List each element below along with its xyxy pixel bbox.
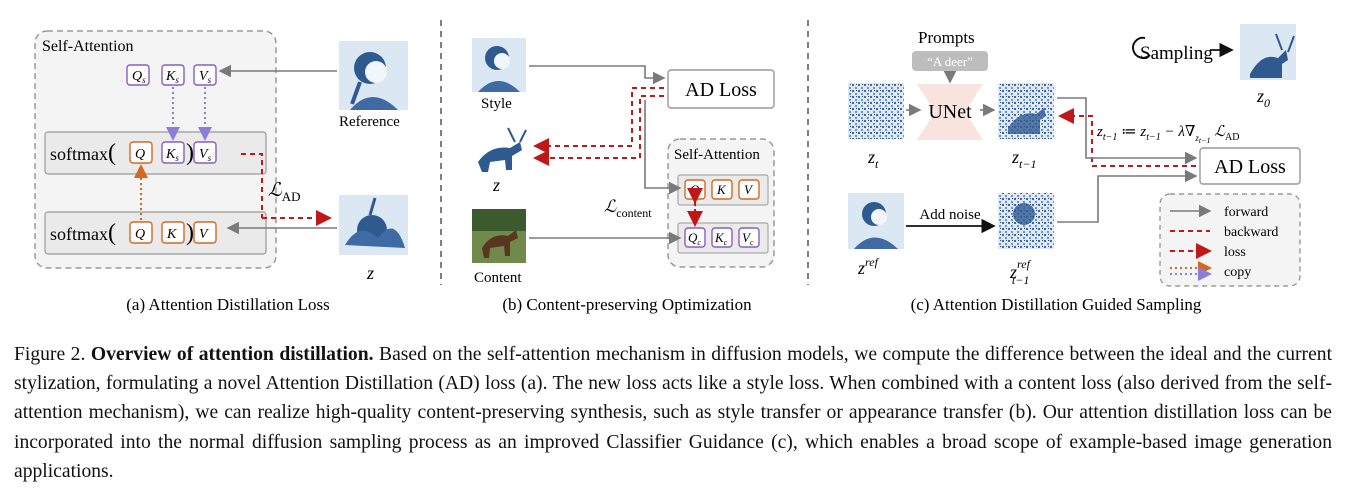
- figure-caption-bold: Overview of attention distillation.: [90, 344, 374, 365]
- legend-forward: forward: [1224, 205, 1268, 220]
- softmax-label-bottom: softmax(: [50, 220, 116, 246]
- legend-backward: backward: [1224, 225, 1278, 240]
- zref-label: zref: [857, 255, 880, 278]
- figure-caption-text: Based on the self-attention mechanism in…: [14, 344, 1333, 482]
- vc-label: Vc: [742, 230, 754, 247]
- zt-image: [848, 83, 904, 139]
- update-formula: zt−1 ≔ zt−1 − λ∇zt−1 ℒAD: [1096, 124, 1240, 145]
- ad-loss-box-c: [1199, 147, 1301, 185]
- k-token: [161, 221, 185, 244]
- loss-content-to-z: [533, 95, 664, 166]
- qc-token: [684, 227, 706, 248]
- zt-label: zt: [867, 147, 879, 171]
- z-label-b: z: [492, 175, 500, 195]
- v-token-b: [738, 179, 760, 200]
- k-label: K: [166, 227, 177, 242]
- qs-token: [126, 64, 150, 86]
- zref-image: [848, 193, 904, 249]
- k-token-b: [711, 179, 733, 200]
- v-label-b: V: [744, 182, 754, 197]
- caption-c: (c) Attention Distillation Guided Sampli…: [911, 295, 1202, 314]
- caption-b: (b) Content-preserving Optimization: [502, 295, 752, 314]
- prompt-pill: [912, 51, 988, 71]
- zt1-label: zt−1: [1011, 147, 1036, 171]
- sampling-loop-icon: [1132, 36, 1151, 59]
- forward-zref1-to-loss: [1057, 169, 1198, 223]
- ks-copy-label: Ks: [165, 147, 179, 163]
- vs-token: [193, 64, 217, 86]
- ks-token: [161, 64, 185, 86]
- lcontent-label: ℒcontent: [604, 197, 652, 220]
- q-token: [129, 221, 153, 244]
- kc-token: [711, 227, 733, 248]
- paren: ): [186, 140, 194, 166]
- legend-box: [1159, 193, 1301, 287]
- panel-b: Style z Content AD Loss Self-Attention Q…: [472, 38, 775, 314]
- add-noise-label: Add noise: [919, 207, 981, 223]
- z0-image: [1240, 24, 1296, 80]
- ad-loss-label-c: AD Loss: [1214, 156, 1286, 178]
- loss-ad-to-zt1: [1058, 108, 1196, 167]
- caption-a: (a) Attention Distillation Loss: [126, 295, 330, 314]
- panel-a: Self-Attention Qs Ks Vs softmax( Q Ks ) …: [34, 30, 408, 314]
- ad-loss-box-b: [667, 69, 775, 109]
- zt1-image: [998, 83, 1054, 139]
- forward-style-to-loss: [529, 65, 666, 85]
- k-label-b: K: [716, 182, 727, 197]
- loss-ad-to-z: [533, 87, 664, 154]
- v-token: [193, 221, 217, 244]
- style-image: [472, 38, 526, 92]
- softmax-label-top: softmax(: [50, 140, 116, 166]
- loss-ad-label: ℒAD: [268, 180, 300, 204]
- vc-token: [738, 227, 760, 248]
- vs-label: Vs: [199, 69, 212, 85]
- q-token-top: [129, 141, 153, 164]
- vs-token-copy: [193, 141, 217, 164]
- reference-label: Reference: [339, 114, 400, 130]
- sampling-label: Sampling: [1140, 43, 1213, 64]
- content-image: [472, 209, 526, 263]
- content-label: Content: [474, 270, 522, 286]
- unet-shape: [917, 84, 983, 140]
- kc-label: Kc: [714, 230, 728, 247]
- style-label: Style: [481, 96, 512, 112]
- figure-label: Figure 2.: [14, 344, 86, 365]
- figure-2-diagram: Self-Attention Qs Ks Vs softmax( Q Ks ) …: [34, 20, 1301, 314]
- ad-loss-label-b: AD Loss: [685, 79, 757, 101]
- legend-loss: loss: [1224, 245, 1246, 260]
- forward-z-to-attn: [644, 100, 682, 195]
- q-label-top: Q: [135, 147, 145, 162]
- z-image-b: [472, 124, 527, 174]
- q-label: Q: [135, 227, 145, 242]
- z-image-a: [339, 195, 408, 255]
- zref1-image: [998, 193, 1054, 249]
- qs-label: Qs: [132, 69, 146, 85]
- prompts-label: Prompts: [918, 28, 975, 47]
- ks-token-copy: [161, 141, 185, 164]
- vs-copy-label: Vs: [199, 147, 212, 163]
- ks-label: Ks: [165, 69, 179, 85]
- z0-label: z0: [1256, 86, 1270, 110]
- z-label-a: z: [366, 263, 374, 283]
- v-label: V: [199, 227, 209, 242]
- qc-label: Qc: [688, 230, 701, 247]
- loss-path: [241, 153, 263, 218]
- legend-copy: copy: [1224, 265, 1251, 280]
- unet-label: UNet: [928, 101, 972, 123]
- reference-image: [339, 41, 408, 110]
- forward-zt1-to-loss: [1057, 97, 1198, 165]
- panel-c: Prompts “A deer” UNet zt zt−1 Sampling z…: [848, 24, 1301, 314]
- figure-caption: Figure 2. Overview of attention distilla…: [14, 340, 1332, 486]
- self-attention-title-b: Self-Attention: [674, 147, 760, 163]
- paren: ): [186, 220, 194, 246]
- self-attention-title: Self-Attention: [42, 38, 134, 55]
- q-label-b: Q: [690, 182, 700, 197]
- prompt-text: “A deer”: [927, 54, 973, 69]
